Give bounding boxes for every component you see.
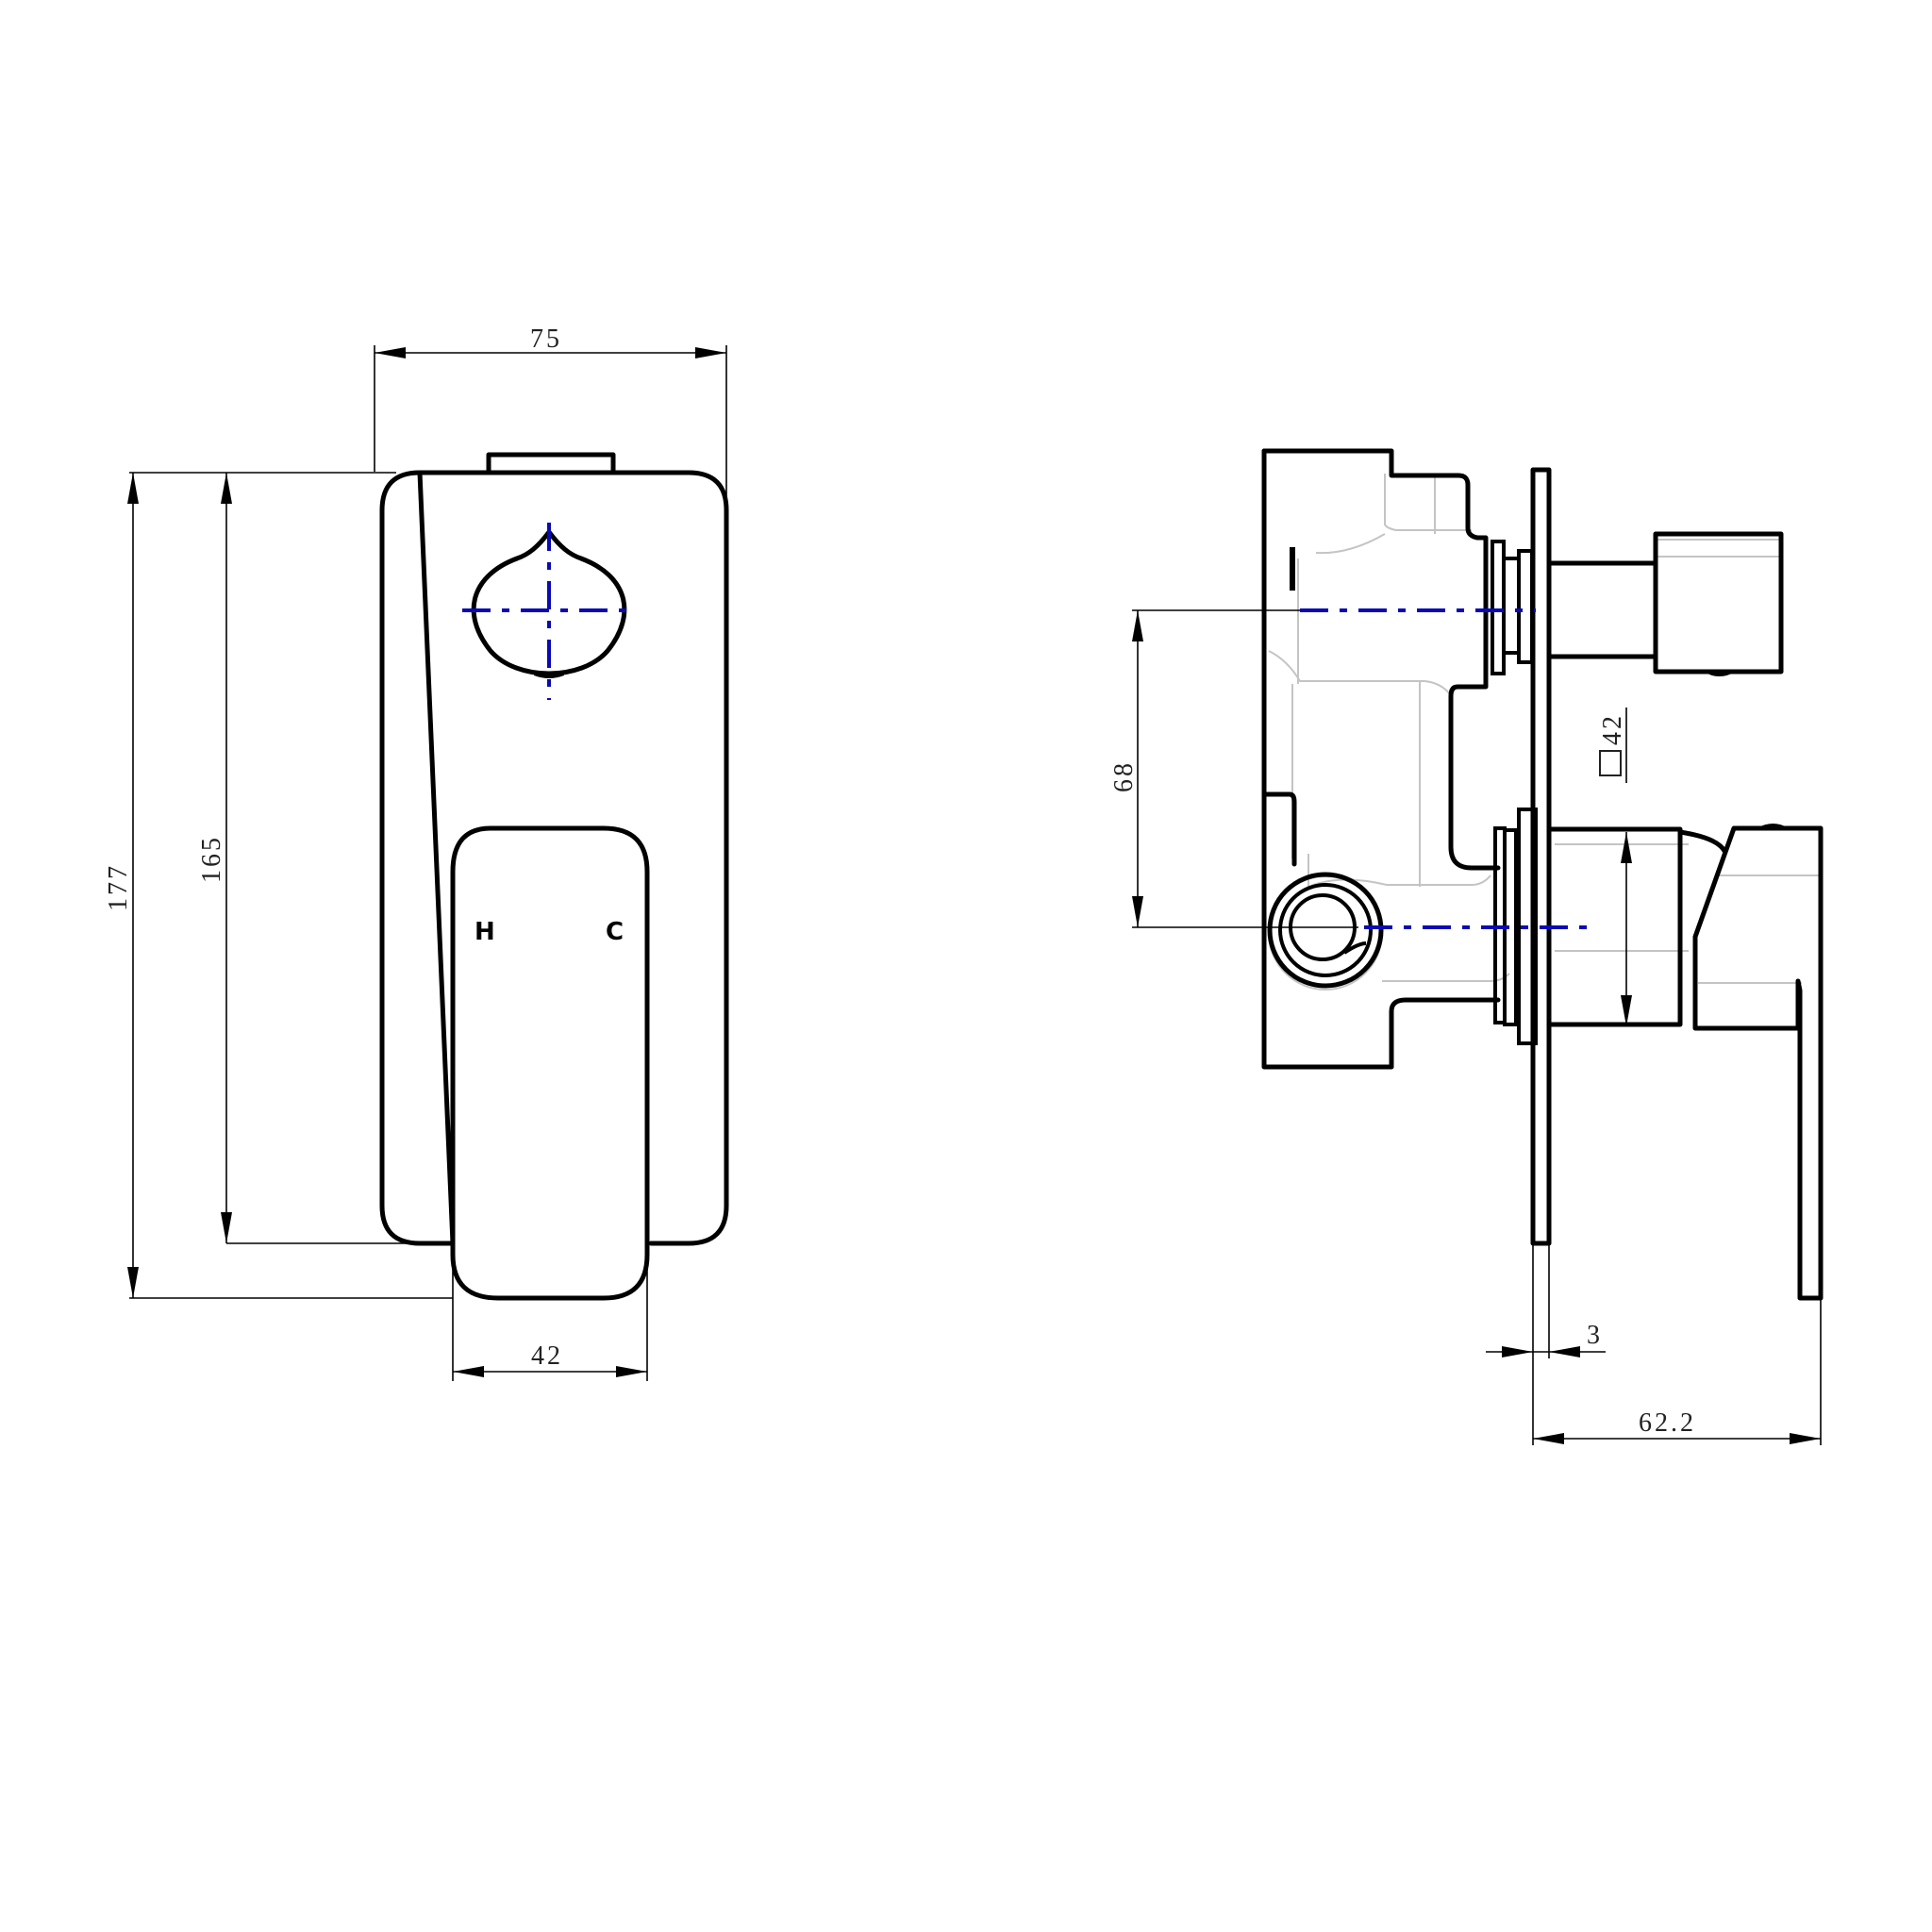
diverter-nut (1491, 540, 1534, 675)
diverter-knob-side (1653, 531, 1784, 675)
diverter-knob-notch (534, 672, 564, 678)
dim-projection: 62.2 (1639, 1408, 1696, 1438)
dim-center-distance: 68 (1109, 760, 1139, 792)
side-view: 68 42 3 62.2 (1109, 448, 1824, 1445)
inlet-fitting (1267, 872, 1384, 989)
dim-square-size: 42 (1598, 713, 1627, 745)
side-slot (1290, 547, 1295, 591)
diverter-spindle (1546, 560, 1658, 659)
lever-nub (538, 826, 564, 830)
dim-plate-height: 165 (197, 835, 226, 883)
top-tab (486, 452, 616, 475)
lever-body-side (1546, 826, 1683, 1027)
cover-plate-side (1530, 467, 1552, 1246)
valve-body (1261, 448, 1501, 871)
dim-overall-height: 177 (104, 863, 133, 911)
square-symbol (1599, 750, 1622, 776)
dim-lever-width: 42 (531, 1341, 563, 1371)
lever-handle-side (1692, 825, 1824, 1301)
hot-label: H (475, 918, 495, 946)
front-view: H C 75 177 165 42 (104, 325, 729, 1381)
dim-plate-width: 75 (530, 325, 562, 354)
dim-plate-thickness: 3 (1587, 1321, 1603, 1350)
cold-label: C (606, 918, 624, 946)
diverter-knob (471, 529, 627, 676)
cover-plate (379, 470, 729, 1246)
lever-handle (450, 825, 650, 1301)
